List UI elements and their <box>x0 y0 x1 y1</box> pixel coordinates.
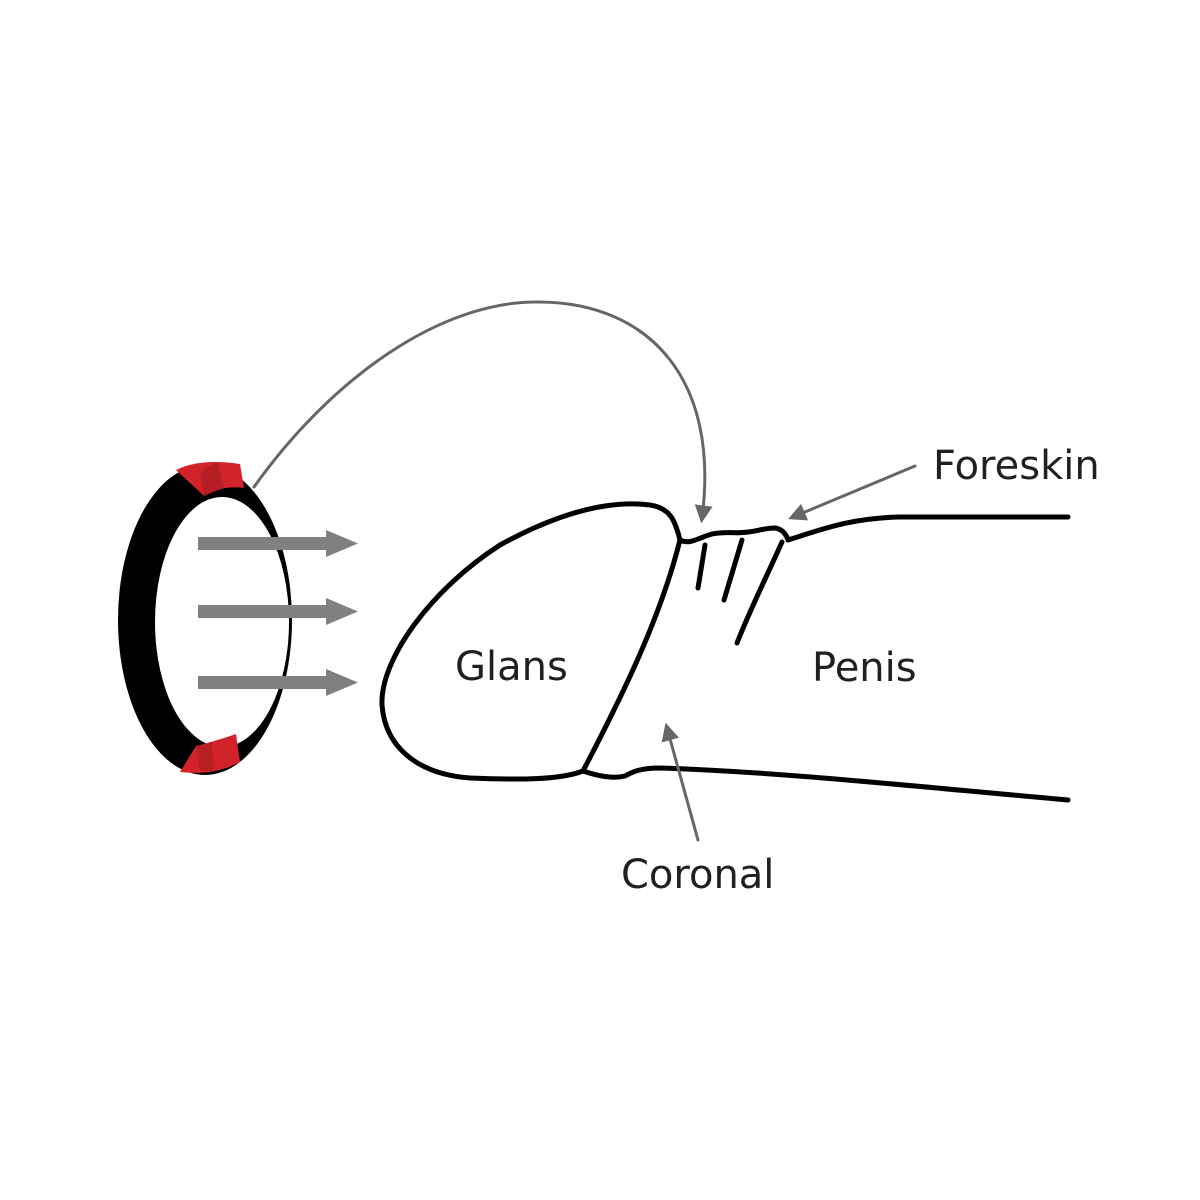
ring-device <box>118 462 292 775</box>
label-glans: Glans <box>455 644 568 690</box>
push-arrow <box>198 598 358 625</box>
shaft-upper <box>677 514 1071 545</box>
label-foreskin: Foreskin <box>933 443 1100 489</box>
foreskin-fold <box>734 539 785 646</box>
foreskin-fold <box>721 537 745 603</box>
label-coronal: Coronal <box>621 852 774 898</box>
ring-hole <box>155 497 289 747</box>
push-arrow <box>198 669 358 696</box>
placement-curve-arrow <box>252 300 713 524</box>
foreskin-fold <box>695 542 708 591</box>
ring-clip-top-shade <box>200 463 224 496</box>
penis-outline <box>379 501 1071 803</box>
ring-clip-bottom-shade <box>196 742 214 772</box>
coronal-pointer <box>661 722 700 842</box>
push-arrows <box>198 530 358 696</box>
label-penis: Penis <box>812 645 917 691</box>
glans-outline <box>379 501 683 782</box>
push-arrow <box>198 530 358 557</box>
foreskin-pointer <box>788 464 917 521</box>
shaft-lower <box>580 765 1071 803</box>
